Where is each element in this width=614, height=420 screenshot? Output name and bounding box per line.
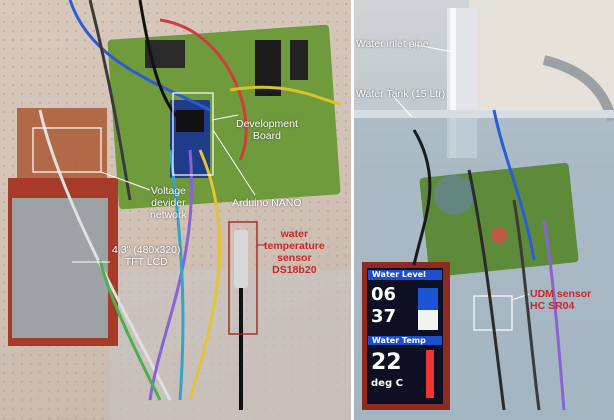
- lcd-temp-unit: deg C: [371, 378, 403, 389]
- tft-lcd-text: 4.3" (480x320) TFT LCD: [112, 244, 181, 268]
- water-inlet-pipe-text: Water inlet pipe: [356, 38, 429, 50]
- temp-sensor-highlight: [228, 221, 258, 335]
- left-photo-scene: [0, 0, 351, 420]
- water-tank-label: Water Tank (15 Ltr): [356, 88, 445, 100]
- voltage-divider-label: Voltage devider network: [150, 185, 187, 221]
- lcd-temp-title: Water Temp: [372, 336, 426, 345]
- development-board: [107, 24, 341, 210]
- temperature-sensor: [234, 230, 248, 288]
- lcd-level-title: Water Level: [372, 270, 426, 279]
- water-inlet-pipe-label: Water inlet pipe: [356, 38, 429, 50]
- arduino-nano-highlight: [172, 92, 214, 176]
- development-board-text: Development Board: [236, 118, 298, 142]
- lcd-value-top: 06: [371, 284, 397, 305]
- temp-sensor-label: water temperature sensor DS18b20: [264, 228, 325, 276]
- left-photo: Development Board Voltage devider networ…: [0, 0, 351, 420]
- udm-sensor-label: UDM sensor HC SR04: [530, 288, 591, 312]
- voltage-divider-text: Voltage devider network: [150, 185, 187, 221]
- arduino-nano-label: Arduino NANO: [232, 197, 301, 209]
- right-photo: Water inlet pipe Water Tank (15 Ltr) UDM…: [354, 0, 614, 420]
- voltage-divider-board: [17, 108, 107, 180]
- udm-sensor-text: UDM sensor HC SR04: [530, 288, 592, 312]
- lcd-value-bottom: 37: [371, 306, 397, 327]
- lcd-temp-value: 22: [371, 350, 402, 375]
- temp-sensor-text: water temperature sensor DS18b20: [264, 228, 325, 276]
- development-board-inside-tank: [419, 162, 579, 278]
- water-tank-text: Water Tank (15 Ltr): [356, 88, 446, 100]
- voltage-divider-highlight: [32, 127, 102, 173]
- tft-lcd-label: 4.3" (480x320) TFT LCD: [112, 244, 181, 268]
- arduino-nano-text: Arduino NANO: [232, 197, 302, 209]
- right-photo-scene: [354, 0, 614, 420]
- development-board-label: Development Board: [236, 118, 298, 142]
